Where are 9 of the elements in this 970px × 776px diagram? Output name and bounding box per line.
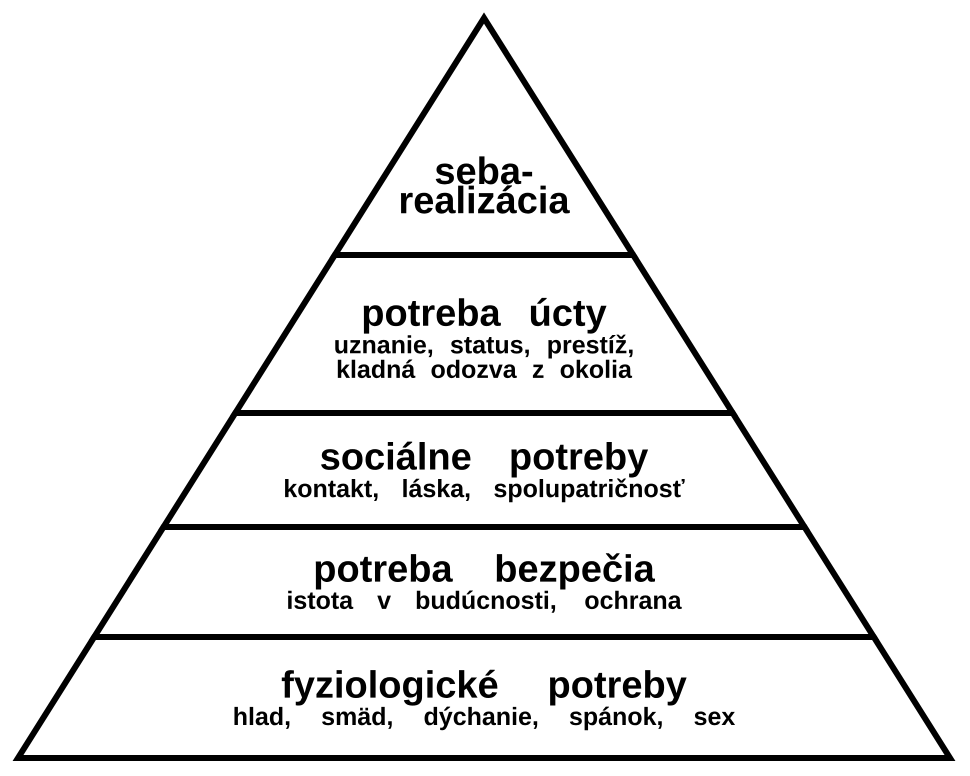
level-description: istota v budúcnosti, ochrana: [288, 590, 682, 613]
level-title: seba-realizácia: [400, 156, 570, 214]
level-title: fyziologické potreby: [282, 670, 687, 706]
level-title: potreba bezpečia: [316, 553, 655, 590]
level-description: uznanie, status, prestíž, kladná odozva z okolia: [335, 334, 633, 378]
level-title: potreba úcty: [364, 298, 607, 334]
level-description: kontakt, láska, spolupatričnosť: [285, 478, 685, 502]
level-description: hlad, smäd, dýchanie, spánok, sex: [234, 706, 736, 730]
level-title: sociálne potreby: [321, 442, 648, 478]
